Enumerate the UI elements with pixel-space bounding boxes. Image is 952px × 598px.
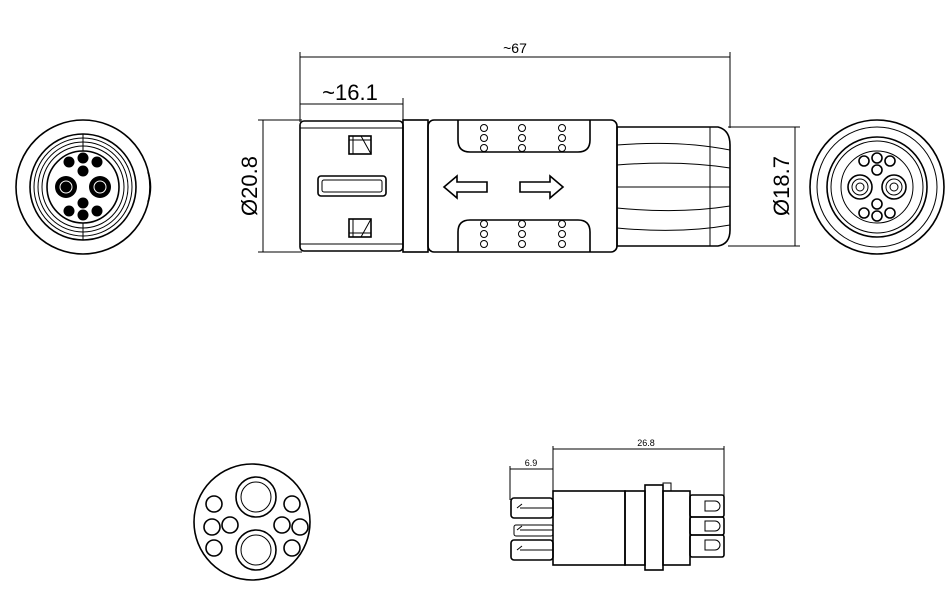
insert-length-label: 26.8 <box>637 438 655 448</box>
pin-length-label: 6.9 <box>525 458 538 468</box>
signal-contact-hole <box>221 516 239 534</box>
signal-contact-hole <box>291 518 309 536</box>
power-socket-core <box>855 182 865 192</box>
grip-dimple <box>518 124 526 132</box>
signal-pin <box>77 152 89 164</box>
signal-pin <box>91 205 103 217</box>
nut-diameter-label: Ø18.7 <box>769 156 794 216</box>
grip-dimple <box>480 220 488 228</box>
plug-diameter-label: Ø20.8 <box>237 156 262 216</box>
plug-end-view <box>15 119 152 255</box>
grip-dimple <box>558 124 566 132</box>
signal-contact-hole <box>203 518 221 536</box>
grip-dimple <box>558 240 566 248</box>
power-pin <box>55 176 77 198</box>
signal-socket <box>858 207 870 219</box>
grip-dimple <box>518 134 526 142</box>
signal-pin <box>63 205 75 217</box>
signal-socket <box>871 198 883 210</box>
signal-contact-hole <box>273 516 291 534</box>
grip-dimple <box>480 230 488 238</box>
insert-side-view: 26.8 6.9 <box>509 438 725 571</box>
plug-length-label: ~16.1 <box>322 80 378 105</box>
signal-socket <box>871 210 883 222</box>
signal-socket <box>871 164 883 176</box>
signal-socket <box>884 155 896 167</box>
grip-dimple <box>480 134 488 142</box>
connector-side-view: ~67 ~16.1 Ø20.8 Ø18.7 <box>237 40 800 253</box>
power-socket-ring <box>851 178 869 196</box>
overall-length-label: ~67 <box>503 40 527 56</box>
signal-pin <box>91 156 103 168</box>
signal-contact-hole <box>205 495 223 513</box>
grip-dimple <box>480 144 488 152</box>
grip-dimple <box>518 240 526 248</box>
grip-dimple <box>518 220 526 228</box>
signal-pin <box>77 165 89 177</box>
power-pin <box>89 176 111 198</box>
signal-pin <box>77 209 89 221</box>
grip-dimple <box>558 134 566 142</box>
power-socket <box>847 174 873 200</box>
grip-dimple <box>518 230 526 238</box>
grip-dimple <box>480 124 488 132</box>
power-socket <box>881 174 907 200</box>
grip-dimple <box>518 144 526 152</box>
power-socket-core <box>889 182 899 192</box>
signal-contact-hole <box>283 539 301 557</box>
signal-socket <box>871 152 883 164</box>
grip-dimple <box>558 220 566 228</box>
power-pin-ring <box>93 180 107 194</box>
signal-pin <box>63 156 75 168</box>
insert-face-view <box>193 463 311 581</box>
signal-contact-hole <box>283 495 301 513</box>
signal-socket <box>858 155 870 167</box>
grip-dimple <box>558 144 566 152</box>
signal-pin <box>77 197 89 209</box>
grip-dimple <box>558 230 566 238</box>
power-socket-ring <box>885 178 903 196</box>
grip-dimple <box>480 240 488 248</box>
signal-contact-hole <box>205 539 223 557</box>
signal-socket <box>884 207 896 219</box>
receptacle-end-view <box>809 119 945 255</box>
power-pin-ring <box>59 180 73 194</box>
